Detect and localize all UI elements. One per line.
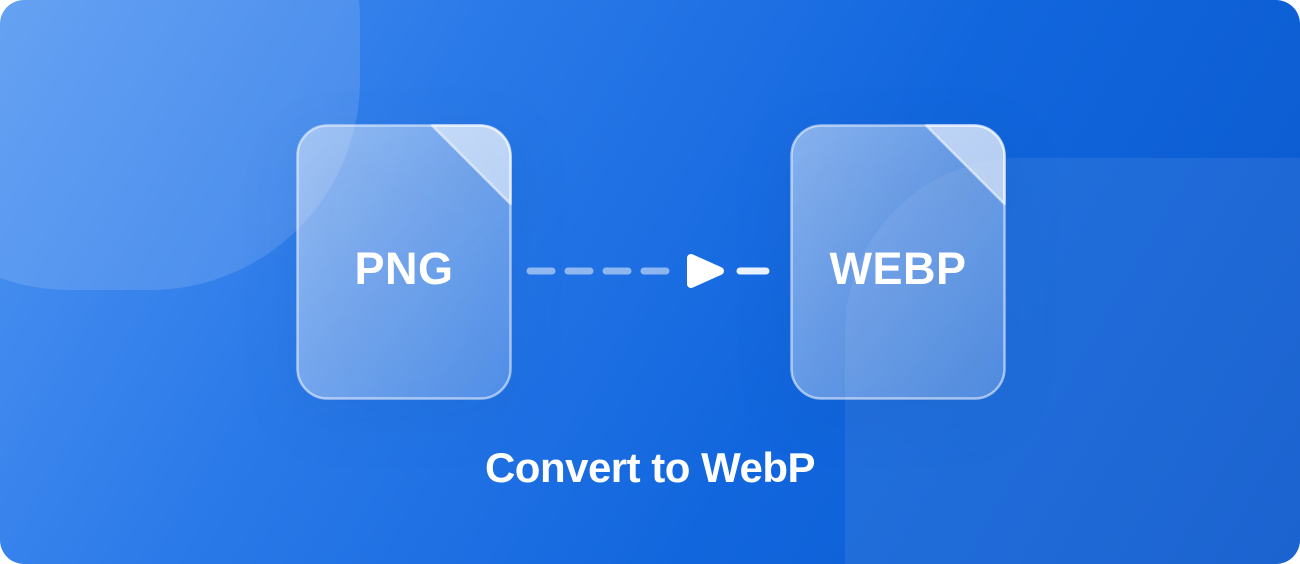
- webp-file-icon: WEBP: [790, 124, 1006, 400]
- png-file-label: PNG: [354, 243, 454, 294]
- play-icon: [687, 254, 724, 288]
- document-shape: [790, 124, 1006, 400]
- document-shape: [296, 124, 512, 400]
- banner-title: Convert to WebP: [484, 444, 816, 491]
- document-body: [790, 124, 1006, 400]
- webp-file-label: WEBP: [829, 243, 967, 294]
- document-body: [296, 124, 512, 400]
- folded-corner-icon: [924, 124, 1006, 206]
- folded-corner-icon: [430, 124, 512, 206]
- conversion-connector: [526, 254, 770, 288]
- png-file-icon: PNG: [296, 124, 512, 400]
